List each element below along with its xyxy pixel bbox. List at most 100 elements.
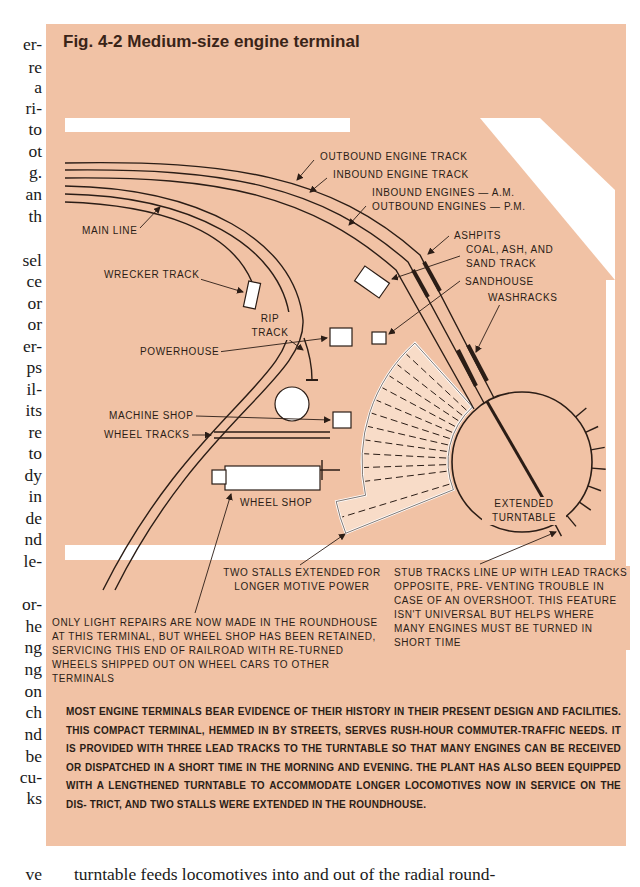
track-label: INBOUND ENGINE TRACK <box>331 168 471 182</box>
stub-track <box>592 468 606 469</box>
roundhouse-outline <box>336 343 472 533</box>
margin-text-fragment: or <box>0 314 42 334</box>
stall-track <box>364 454 446 458</box>
margin-text-fragment: g. <box>0 162 42 182</box>
stub-track <box>591 447 605 449</box>
track-label: OUTBOUND ENGINE TRACK <box>318 150 469 164</box>
wheel-shop-building <box>225 466 320 490</box>
wrecker-car <box>243 281 260 309</box>
track-label: WRECKER TRACK <box>102 268 201 282</box>
street-band <box>606 280 615 560</box>
part-label: WASHRACKS <box>486 291 559 305</box>
margin-text-fragment: ve <box>0 864 42 884</box>
main-line-track <box>65 186 303 590</box>
margin-text-fragment: er- <box>0 336 42 356</box>
note-text: ONLY LIGHT REPAIRS ARE NOW MADE IN THE R… <box>50 616 390 686</box>
track-label: OUTBOUND ENGINES — P.M. <box>370 200 528 214</box>
margin-text-fragment: ng <box>0 637 42 657</box>
margin-text-fragment: re <box>0 57 42 77</box>
street-band <box>65 545 615 560</box>
stub-track <box>588 486 601 491</box>
margin-text-fragment: or <box>0 293 42 313</box>
part-label: COAL, ASH, AND SAND TRACK <box>464 243 580 271</box>
stall-track <box>397 365 462 415</box>
margin-text-fragment: be <box>0 746 42 766</box>
margin-text-fragment: il- <box>0 379 42 399</box>
margin-text-fragment: or- <box>0 594 42 614</box>
note-text: STUB TRACKS LINE UP WITH LEAD TRACKS OPP… <box>392 566 630 650</box>
margin-text-fragment: le- <box>0 551 42 571</box>
tank <box>275 387 309 421</box>
note-text: TWO STALLS EXTENDED FOR LONGER MOTIVE PO… <box>212 566 392 594</box>
sandhouse-building <box>372 332 386 344</box>
margin-text-fragment: ce <box>0 271 42 291</box>
track-label: MAIN LINE <box>80 224 139 238</box>
powerhouse-building <box>330 328 352 346</box>
part-label: MACHINE SHOP <box>107 409 195 423</box>
track-label: INBOUND ENGINES — A.M. <box>370 186 517 200</box>
margin-text-fragment: dy <box>0 465 42 485</box>
track-label: WHEEL TRACKS <box>102 428 192 442</box>
stall-track <box>364 465 446 468</box>
margin-text-fragment: on <box>0 681 42 701</box>
part-label: ASHPITS <box>452 229 503 243</box>
stub-track <box>576 408 587 417</box>
stub-track <box>567 516 576 527</box>
stall-track <box>368 426 448 444</box>
street-band <box>65 118 350 132</box>
margin-text-fragment: ch <box>0 702 42 722</box>
rip-track <box>304 338 312 380</box>
margin-text-fragment: nd <box>0 724 42 744</box>
roundhouse <box>336 343 472 533</box>
figure-caption: MOST ENGINE TERMINALS BEAR EVIDENCE OF T… <box>66 703 621 814</box>
margin-text-fragment: ps <box>0 357 42 377</box>
part-label: POWERHOUSE <box>138 345 221 359</box>
track-label: RIP TRACK <box>246 312 294 340</box>
stall-track <box>389 376 458 421</box>
leader-lines <box>140 160 556 613</box>
stub-track <box>585 427 598 433</box>
coal-building <box>355 266 390 298</box>
margin-text-fragment: sel <box>0 250 42 270</box>
stall-track <box>382 388 454 426</box>
main-line-track <box>65 194 290 590</box>
margin-text-fragment: ng <box>0 659 42 679</box>
margin-text-fragment: er- <box>0 34 42 54</box>
margin-text-fragment: ks <box>0 788 42 808</box>
washracks <box>458 345 487 386</box>
body-text-line: turntable feeds locomotives into and out… <box>74 864 495 884</box>
stub-track <box>555 524 562 536</box>
margin-text-fragment: ri- <box>0 98 42 118</box>
wheel-shop-annex <box>212 470 226 484</box>
margin-text-fragment: to <box>0 119 42 139</box>
margin-text-fragment: re <box>0 422 42 442</box>
margin-text-fragment: to <box>0 443 42 463</box>
figure-title: Fig. 4-2 Medium-size engine terminal <box>63 32 360 52</box>
margin-text-fragment: de <box>0 508 42 528</box>
margin-text-fragment: its <box>0 400 42 420</box>
buildings <box>212 266 389 490</box>
machine-shop-building <box>333 412 351 428</box>
bumper <box>306 379 318 381</box>
wrecker-track <box>65 202 252 282</box>
part-label: WHEEL SHOP <box>238 496 314 510</box>
margin-text-fragment: a <box>0 77 42 97</box>
margin-text-fragment: an <box>0 184 42 204</box>
stub-track <box>579 502 590 510</box>
margin-text-fragment: cu- <box>0 767 42 787</box>
stall-track <box>406 354 466 410</box>
turntable <box>452 392 606 536</box>
figure-panel <box>46 24 626 846</box>
tracks <box>65 163 494 590</box>
part-label: SANDHOUSE <box>463 275 536 289</box>
margin-text-fragment: nd <box>0 529 42 549</box>
stall-track <box>365 471 446 481</box>
stall-track <box>342 484 449 517</box>
margin-text-fragment: in <box>0 486 42 506</box>
margin-text-fragment: he <box>0 616 42 636</box>
wheel-tracks <box>214 432 330 438</box>
margin-text-fragment: ot <box>0 141 42 161</box>
turntable-pit <box>452 392 592 532</box>
roundhouse-edge <box>336 343 472 533</box>
